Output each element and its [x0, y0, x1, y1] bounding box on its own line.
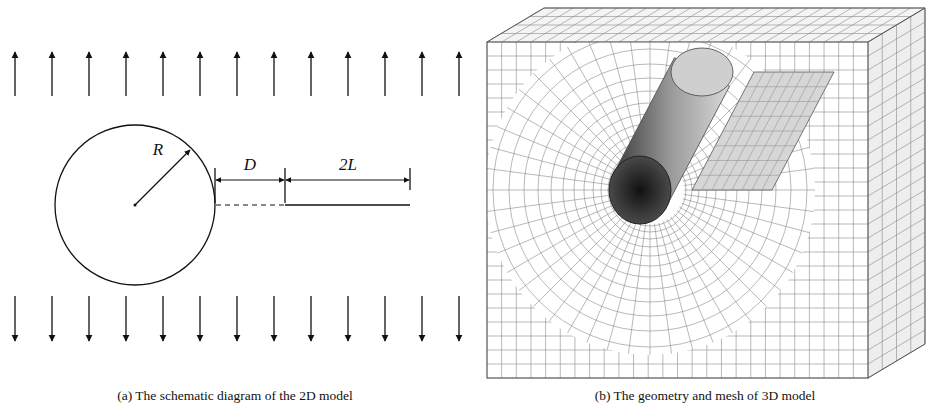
- tension-arrow: [273, 52, 274, 96]
- dimension-line: [216, 180, 284, 181]
- dimension-label: 2L: [337, 156, 359, 175]
- tunnel-circle: [55, 125, 215, 285]
- dimension-line: [286, 180, 409, 181]
- crack-line: [285, 204, 410, 205]
- side-face: [868, 8, 925, 378]
- tension-arrow: [236, 52, 237, 96]
- dashed-line: [216, 204, 284, 205]
- two-d-model: [15, 52, 459, 341]
- tension-arrow: [199, 52, 200, 96]
- tension-arrow: [88, 296, 89, 341]
- tension-arrow: [310, 296, 311, 341]
- tension-arrow: [421, 52, 422, 96]
- tension-arrow: [162, 296, 163, 341]
- extension-line: [214, 168, 215, 203]
- dimension-label: D: [242, 156, 258, 175]
- tension-arrow: [458, 296, 459, 341]
- tension-arrow: [199, 296, 200, 341]
- tunnel-opening: [609, 156, 671, 224]
- extension-line: [409, 168, 410, 190]
- tunnel-end: [671, 48, 733, 96]
- caption: (b) The geometry and mesh of 3D model: [595, 389, 816, 404]
- tension-arrow: [14, 52, 15, 96]
- tension-arrow: [14, 296, 15, 341]
- tension-arrow: [384, 52, 385, 96]
- tension-arrow: [88, 52, 89, 96]
- tension-arrow: [125, 296, 126, 341]
- extension-line: [284, 168, 285, 203]
- top-face: [487, 8, 925, 42]
- tension-arrow: [51, 52, 52, 96]
- tension-arrow: [51, 296, 52, 341]
- tension-arrow: [162, 52, 163, 96]
- tension-arrow: [125, 52, 126, 96]
- tension-arrow: [458, 52, 459, 96]
- tension-arrow: [347, 296, 348, 341]
- tension-arrow: [421, 296, 422, 341]
- caption: (a) The schematic diagram of the 2D mode…: [117, 389, 353, 404]
- three-d-mesh: [485, 8, 925, 378]
- tension-arrow: [310, 52, 311, 96]
- tension-arrow: [273, 296, 274, 341]
- tension-arrow: [347, 52, 348, 96]
- tension-arrow: [384, 296, 385, 341]
- tension-arrow: [236, 296, 237, 341]
- radius-label: R: [151, 141, 165, 160]
- block-outline: [487, 8, 925, 378]
